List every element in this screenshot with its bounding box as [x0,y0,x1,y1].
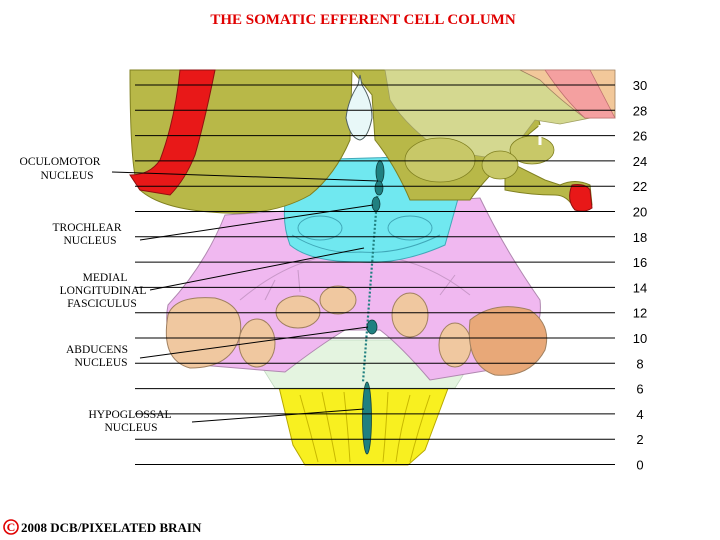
scale-label-12: 12 [633,306,647,321]
credit-text: 2008 DCB/PIXELATED BRAIN [21,520,202,535]
abducens-label-line1: ABDUCENS [66,344,128,356]
trochlear-nucleus-dots [371,196,381,212]
scale-label-8: 8 [636,356,643,371]
copyright-symbol-circle [3,519,19,535]
abducens-nucleus-dots [366,319,378,335]
scale-label-0: 0 [636,458,643,473]
copyright-symbol-letter: C [7,520,16,534]
abducens-pointer [139,326,369,359]
copyright-credit: C 2008 DCB/PIXELATED BRAIN [3,519,202,535]
cerebral-aqueduct [345,74,373,141]
scale-label-2: 2 [636,432,643,447]
trochlear-label-line2: NUCLEUS [63,235,116,247]
pointer-lines [111,171,379,423]
red-structures [129,69,616,212]
diagram-title: THE SOMATIC EFFERENT CELL COLUMN [210,12,515,28]
oculomotor-nucleus-dots [375,160,385,184]
abducens-label-line2: NUCLEUS [74,357,127,369]
scale-label-26: 26 [633,129,647,144]
structure-labels: OCULOMOTOR NUCLEUS TROCHLEAR NUCLEUS MED… [20,156,172,434]
scale-label-6: 6 [636,382,643,397]
brainstem-drawing [129,69,616,466]
scale-label-4: 4 [636,407,643,422]
mlf-label-line1: MEDIAL [83,272,128,284]
scale-label-30: 30 [633,78,647,93]
scale-label-24: 24 [633,154,647,169]
oculomotor-label-line1: OCULOMOTOR [20,156,101,168]
scale-label-18: 18 [633,230,647,245]
hypoglossal-pointer [191,408,365,423]
oculomotor-nucleus-dots-2 [374,180,384,196]
mlf-label-line3: FASCICULUS [67,298,136,310]
trochlear-label-line1: TROCHLEAR [53,222,122,234]
mlf-label-line2: LONGITUDINAL [60,285,147,297]
hypoglossal-nucleus-dots [362,381,372,455]
oculomotor-label-line2: NUCLEUS [40,170,93,182]
scale-label-28: 28 [633,103,647,118]
scale-label-14: 14 [633,280,647,295]
mlf-pointer [149,247,365,291]
hypoglossal-label-line1: HYPOGLOSSAL [88,409,171,421]
oculomotor-pointer [111,171,379,182]
scale-label-22: 22 [633,179,647,194]
scale-label-16: 16 [633,255,647,270]
trochlear-pointer [139,204,374,241]
scale-label-10: 10 [633,331,647,346]
hypoglossal-label-line2: NUCLEUS [104,422,157,434]
scale-label-20: 20 [633,205,647,220]
pontine-nuclei [165,285,548,376]
